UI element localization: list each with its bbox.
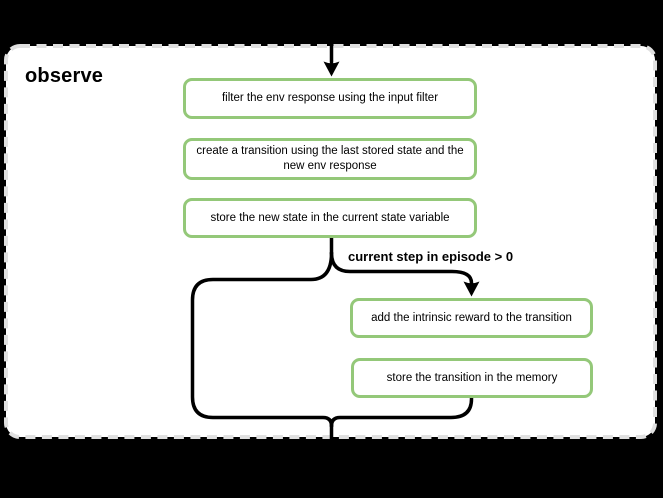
condition-true-branch-line — [329, 251, 474, 285]
arrow-down-icon — [323, 61, 340, 77]
step-add-intrinsic-reward: add the intrinsic reward to the transiti… — [350, 298, 593, 338]
condition-label: current step in episode > 0 — [348, 249, 514, 264]
step-label: store the new state in the current state… — [210, 211, 450, 224]
step-label: filter the env response using the input … — [221, 92, 439, 105]
step-store-transition-memory: store the transition in the memory — [351, 358, 593, 398]
page-title: observe — [25, 65, 104, 87]
arrow-down-icon — [463, 281, 480, 297]
step-label: add the intrinsic reward to the transiti… — [371, 311, 572, 324]
step-store-new-state: store the new state in the current state… — [183, 198, 477, 238]
step-filter-env-response: filter the env response using the input … — [183, 78, 477, 119]
condition-skip-branch-line — [190, 251, 334, 428]
step-label: create a transition using the last store… — [196, 145, 464, 172]
step-create-transition: create a transition using the last store… — [183, 138, 477, 180]
step-label: store the transition in the memory — [386, 371, 558, 384]
